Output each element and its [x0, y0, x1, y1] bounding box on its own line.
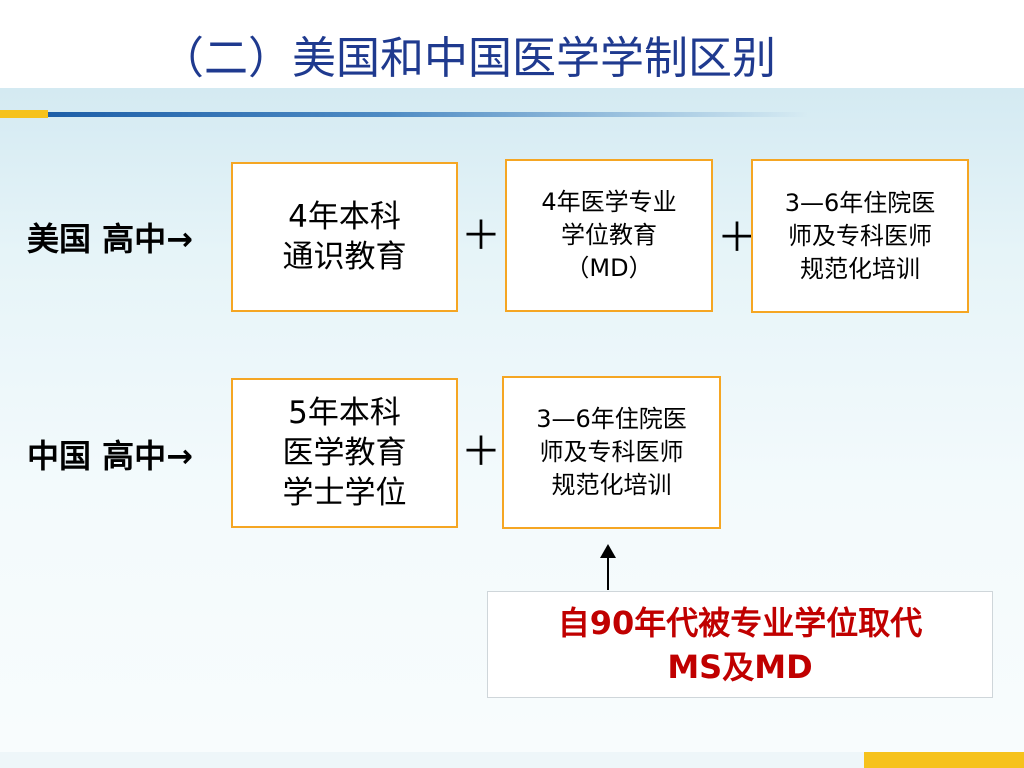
- cn-box-undergrad: 5年本科 医学教育 学士学位: [231, 378, 458, 528]
- up-arrow-icon: [600, 544, 616, 558]
- cn-plus-1: ＋: [461, 429, 501, 475]
- us-box-undergrad: 4年本科 通识教育: [231, 162, 458, 312]
- accent-bar-yellow-bottom: [864, 752, 1024, 768]
- up-arrow-shaft: [607, 556, 609, 590]
- slide-header: [0, 0, 1024, 88]
- us-plus-2: ＋: [717, 215, 757, 261]
- us-plus-1: ＋: [461, 213, 501, 259]
- slide-title: （二）美国和中国医学学制区别: [160, 33, 776, 84]
- us-box-md-text: 4年医学专业 学位教育 （MD）: [541, 188, 677, 282]
- cn-row-label: 中国 高中→: [27, 437, 193, 475]
- us-box-md: 4年医学专业 学位教育 （MD）: [505, 159, 713, 312]
- us-box-residency-text: 3—6年住院医 师及专科医师 规范化培训: [784, 188, 936, 283]
- us-box-undergrad-text: 4年本科 通识教育: [282, 199, 407, 275]
- cn-box-undergrad-text: 5年本科 医学教育 学士学位: [282, 395, 407, 511]
- note-text: 自90年代被专业学位取代 MS及MD: [557, 603, 923, 686]
- footer-strip: [0, 752, 1024, 768]
- note-box: 自90年代被专业学位取代 MS及MD: [487, 591, 993, 698]
- accent-bar-yellow-top: [0, 110, 48, 118]
- cn-box-residency-text: 3—6年住院医 师及专科医师 规范化培训: [536, 405, 687, 499]
- cn-box-residency: 3—6年住院医 师及专科医师 规范化培训: [502, 376, 721, 529]
- accent-bar-blue-top: [48, 112, 808, 117]
- us-row-label: 美国 高中→: [27, 220, 193, 258]
- us-box-residency: 3—6年住院医 师及专科医师 规范化培训: [751, 159, 969, 313]
